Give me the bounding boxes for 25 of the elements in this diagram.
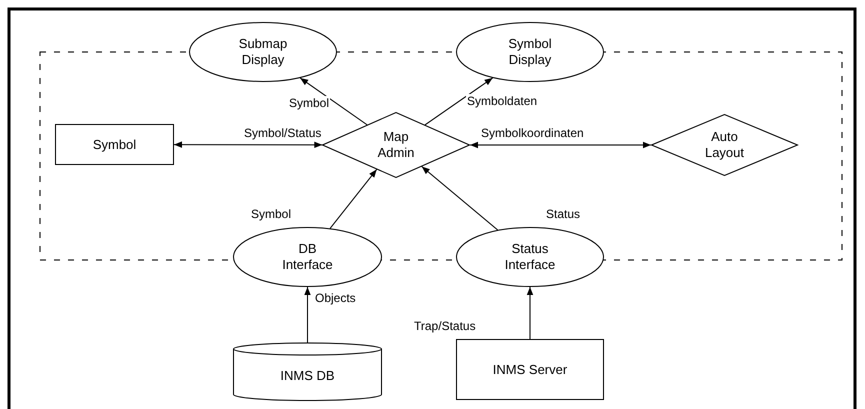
node-label: Status Interface xyxy=(504,241,556,273)
node-label: DB Interface xyxy=(281,241,334,273)
arrow xyxy=(424,77,494,126)
arrow xyxy=(300,77,368,126)
node-label: INMS DB xyxy=(280,368,335,384)
arrow xyxy=(421,166,498,230)
edge-label: Symbol/Status xyxy=(243,126,322,140)
node-label: Map Admin xyxy=(376,129,416,161)
edge-label: Trap/Status xyxy=(413,319,477,333)
edge-label: Symbol xyxy=(288,96,330,110)
edge-label: Symbol xyxy=(250,207,292,221)
node-label: Symbol xyxy=(92,136,136,152)
arrow xyxy=(470,142,652,148)
arrow xyxy=(330,168,378,229)
node-label: Submap Display xyxy=(238,36,288,68)
edge-label: Objects xyxy=(314,291,357,305)
arrow xyxy=(304,286,311,344)
arrow xyxy=(174,141,323,148)
node-label: INMS Server xyxy=(492,362,568,378)
node-label: Symbol Display xyxy=(507,36,553,68)
node-label: Auto Layout xyxy=(704,129,746,161)
edge-label: Symboldaten xyxy=(466,94,538,108)
edge-label: Status xyxy=(545,207,582,221)
edge-label: Symbolkoordinaten xyxy=(480,126,585,140)
arrow xyxy=(526,286,534,340)
